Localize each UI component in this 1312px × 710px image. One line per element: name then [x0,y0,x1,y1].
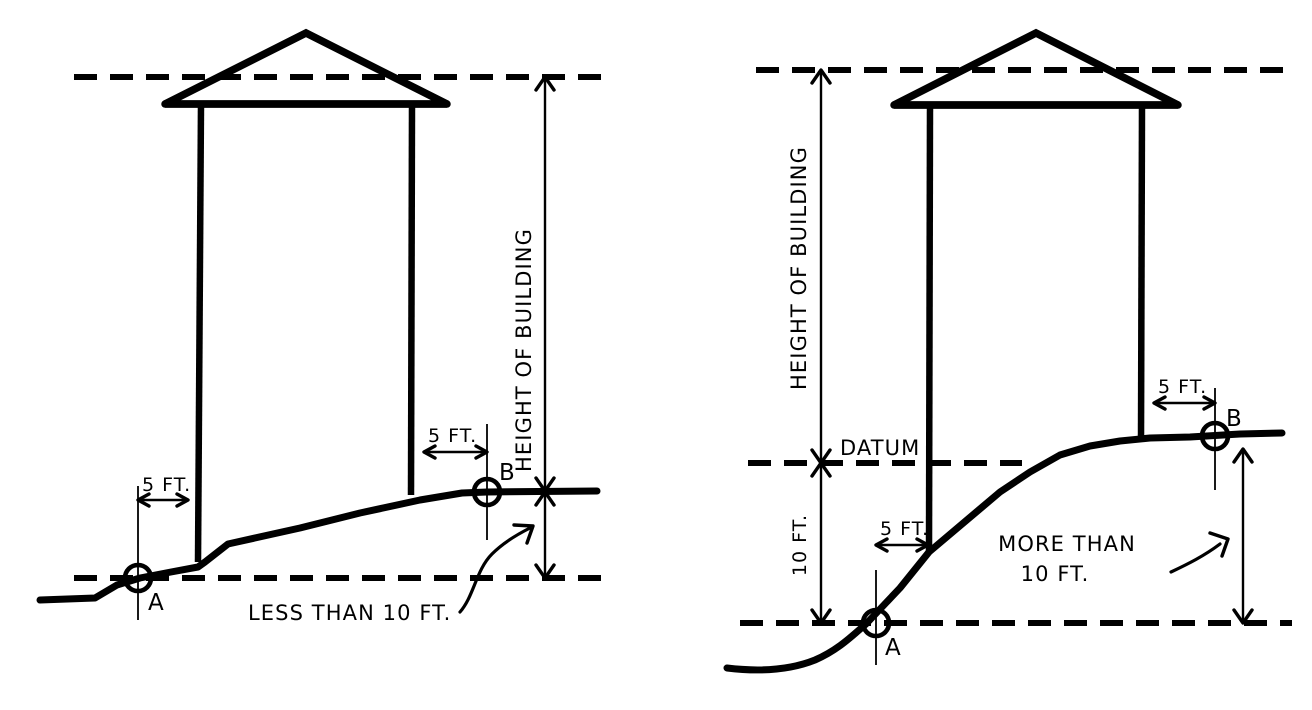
right-existing-grade-line [723,429,1286,674]
left-setback-right-dimension: 5 FT. [422,425,489,460]
right-grade-note: MORE THAN 10 FT. [998,531,1230,586]
right-grade-difference-dimension [1232,447,1254,625]
right-datum-drop-dimension: 10 FT. [789,461,832,625]
right-grade-note-label-line2: 10 FT. [1021,562,1090,586]
right-datum-label: DATUM [840,436,920,460]
right-point-b-label: B [1226,406,1242,432]
panel-left: A B 5 FT. 5 FT. HEIGHT OF BUILDING [36,28,611,625]
left-height-of-building-dimension: HEIGHT OF BUILDING [512,75,556,493]
left-grade-difference-dimension [534,490,556,580]
right-point-a-label: A [885,635,901,661]
left-height-of-building-label: HEIGHT OF BUILDING [512,228,536,472]
right-building-wall-right [1137,104,1146,441]
right-setback-right-label: 5 FT. [1158,376,1207,398]
left-building-wall-left [194,103,205,563]
left-setback-right-label: 5 FT. [428,425,477,447]
right-grade-note-label-line1: MORE THAN [998,532,1136,556]
left-building-wall-right [407,103,416,496]
right-setback-right-dimension: 5 FT. [1152,376,1217,411]
left-point-b-label: B [499,460,515,486]
right-point-b-marker [1199,420,1231,452]
panel-right: A B 5 FT. 5 FT. HEIGHT OF BUILDING [723,28,1292,674]
left-existing-grade-line [36,487,601,604]
right-building-wall-left [925,104,934,553]
left-grade-note: LESS THAN 10 FT. [248,523,535,625]
right-setback-left-dimension: 5 FT. [874,518,930,553]
left-setback-left-dimension: 5 FT. [136,474,191,508]
left-point-a-marker [122,562,154,594]
right-setback-left-label: 5 FT. [880,518,929,540]
left-point-a-label: A [148,590,164,616]
left-setback-left-label: 5 FT. [142,474,191,496]
left-roof-outline [163,28,449,108]
right-height-of-building-label: HEIGHT OF BUILDING [787,146,811,390]
right-datum-drop-label: 10 FT. [789,514,811,576]
left-point-b-marker [471,476,503,508]
left-grade-note-label: LESS THAN 10 FT. [248,601,451,625]
right-height-of-building-dimension: HEIGHT OF BUILDING [787,68,832,465]
right-point-a-marker [860,607,892,639]
